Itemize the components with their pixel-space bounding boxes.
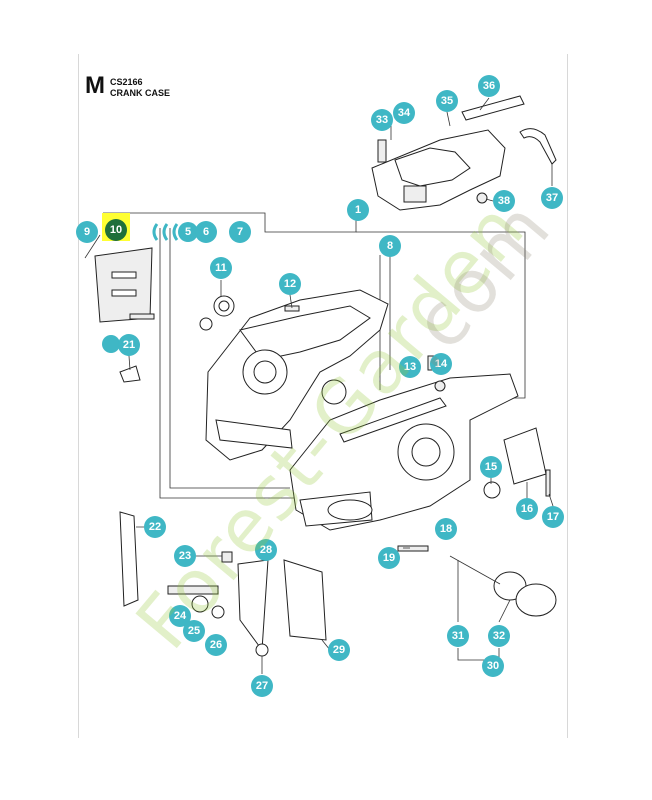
callout-34: 34: [393, 102, 415, 124]
bracket-lines: [84, 212, 526, 499]
callout-9: 9: [76, 221, 98, 243]
svg-text:14: 14: [435, 358, 448, 370]
svg-text:30: 30: [487, 660, 499, 672]
callout-29: 29: [328, 639, 350, 661]
callout-38: 38: [493, 190, 515, 212]
callout-13: 13: [399, 356, 421, 378]
svg-text:33: 33: [376, 114, 388, 126]
svg-text:35: 35: [441, 95, 453, 107]
svg-text:13: 13: [404, 361, 416, 373]
callout-8: 8: [379, 235, 401, 257]
callout-14: 14: [430, 353, 452, 375]
callout-24: 24: [169, 605, 191, 627]
svg-text:21: 21: [123, 339, 135, 351]
svg-text:5: 5: [185, 226, 191, 238]
callout-32: 32: [488, 625, 510, 647]
svg-text:22: 22: [149, 521, 161, 533]
svg-text:12: 12: [284, 278, 296, 290]
section-letter: M: [85, 72, 105, 99]
callout-33: 33: [371, 109, 393, 131]
svg-text:16: 16: [521, 503, 533, 515]
svg-text:38: 38: [498, 195, 510, 207]
callout-21: 21: [118, 334, 140, 356]
callout-26: 26: [205, 634, 227, 656]
callout-12: 12: [279, 273, 301, 295]
svg-text:34: 34: [398, 107, 411, 119]
svg-text:10: 10: [110, 224, 122, 236]
callout-15: 15: [480, 456, 502, 478]
svg-text:26: 26: [210, 639, 222, 651]
callout-5: 5: [178, 222, 198, 242]
callout-6: 6: [195, 221, 217, 243]
svg-text:27: 27: [256, 680, 268, 692]
callout-18: 18: [435, 518, 457, 540]
crankcase-right-half: [289, 373, 519, 531]
callout-36: 36: [478, 75, 500, 97]
callout-27: 27: [251, 675, 273, 697]
svg-text:15: 15: [485, 461, 497, 473]
callout-22: 22: [144, 516, 166, 538]
svg-text:37: 37: [546, 192, 558, 204]
callout-31: 31: [447, 625, 469, 647]
callout-30: 30: [482, 655, 504, 677]
svg-text:11: 11: [215, 262, 227, 274]
callout-10-highlighted[interactable]: 10: [105, 219, 127, 241]
svg-text:17: 17: [547, 511, 559, 523]
svg-text:36: 36: [483, 80, 495, 92]
svg-text:8: 8: [387, 240, 393, 252]
callout-35: 35: [436, 90, 458, 112]
callout-7: 7: [229, 221, 251, 243]
svg-text:29: 29: [333, 644, 345, 656]
svg-text:1: 1: [355, 204, 361, 216]
small-parts: [94, 247, 557, 657]
section-title: CRANK CASE: [110, 88, 171, 98]
model-number: CS2166: [110, 77, 143, 87]
svg-text:24: 24: [174, 610, 187, 622]
callout-19: 19: [378, 547, 400, 569]
callout-37: 37: [541, 187, 563, 209]
callout-20-partial: [102, 335, 120, 353]
callout-11: 11: [210, 257, 232, 279]
callout-1: 1: [347, 199, 369, 221]
svg-text:6: 6: [203, 226, 209, 238]
svg-text:25: 25: [188, 625, 200, 637]
svg-text:7: 7: [237, 226, 243, 238]
crankcase-left-half: [205, 289, 389, 461]
svg-text:23: 23: [179, 550, 191, 562]
callout-16: 16: [516, 498, 538, 520]
svg-text:19: 19: [383, 552, 395, 564]
svg-text:18: 18: [440, 523, 452, 535]
svg-text:9: 9: [84, 226, 90, 238]
svg-text:32: 32: [493, 630, 505, 642]
upper-assembly: [371, 95, 557, 211]
callout-28: 28: [255, 539, 277, 561]
callout-23: 23: [174, 545, 196, 567]
callout-25: 25: [183, 620, 205, 642]
callout-17: 17: [542, 506, 564, 528]
svg-text:31: 31: [452, 630, 464, 642]
svg-text:28: 28: [260, 544, 272, 556]
